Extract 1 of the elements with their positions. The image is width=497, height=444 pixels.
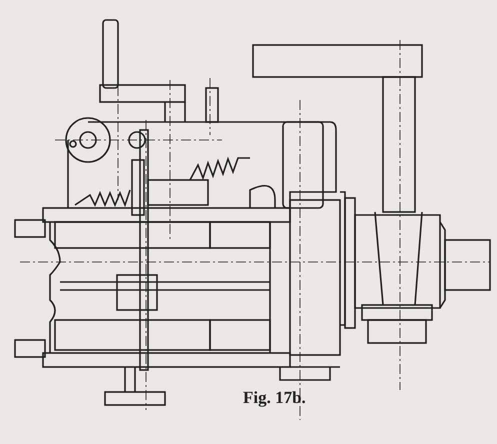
figure-caption: Fig. 17b. bbox=[243, 388, 306, 408]
